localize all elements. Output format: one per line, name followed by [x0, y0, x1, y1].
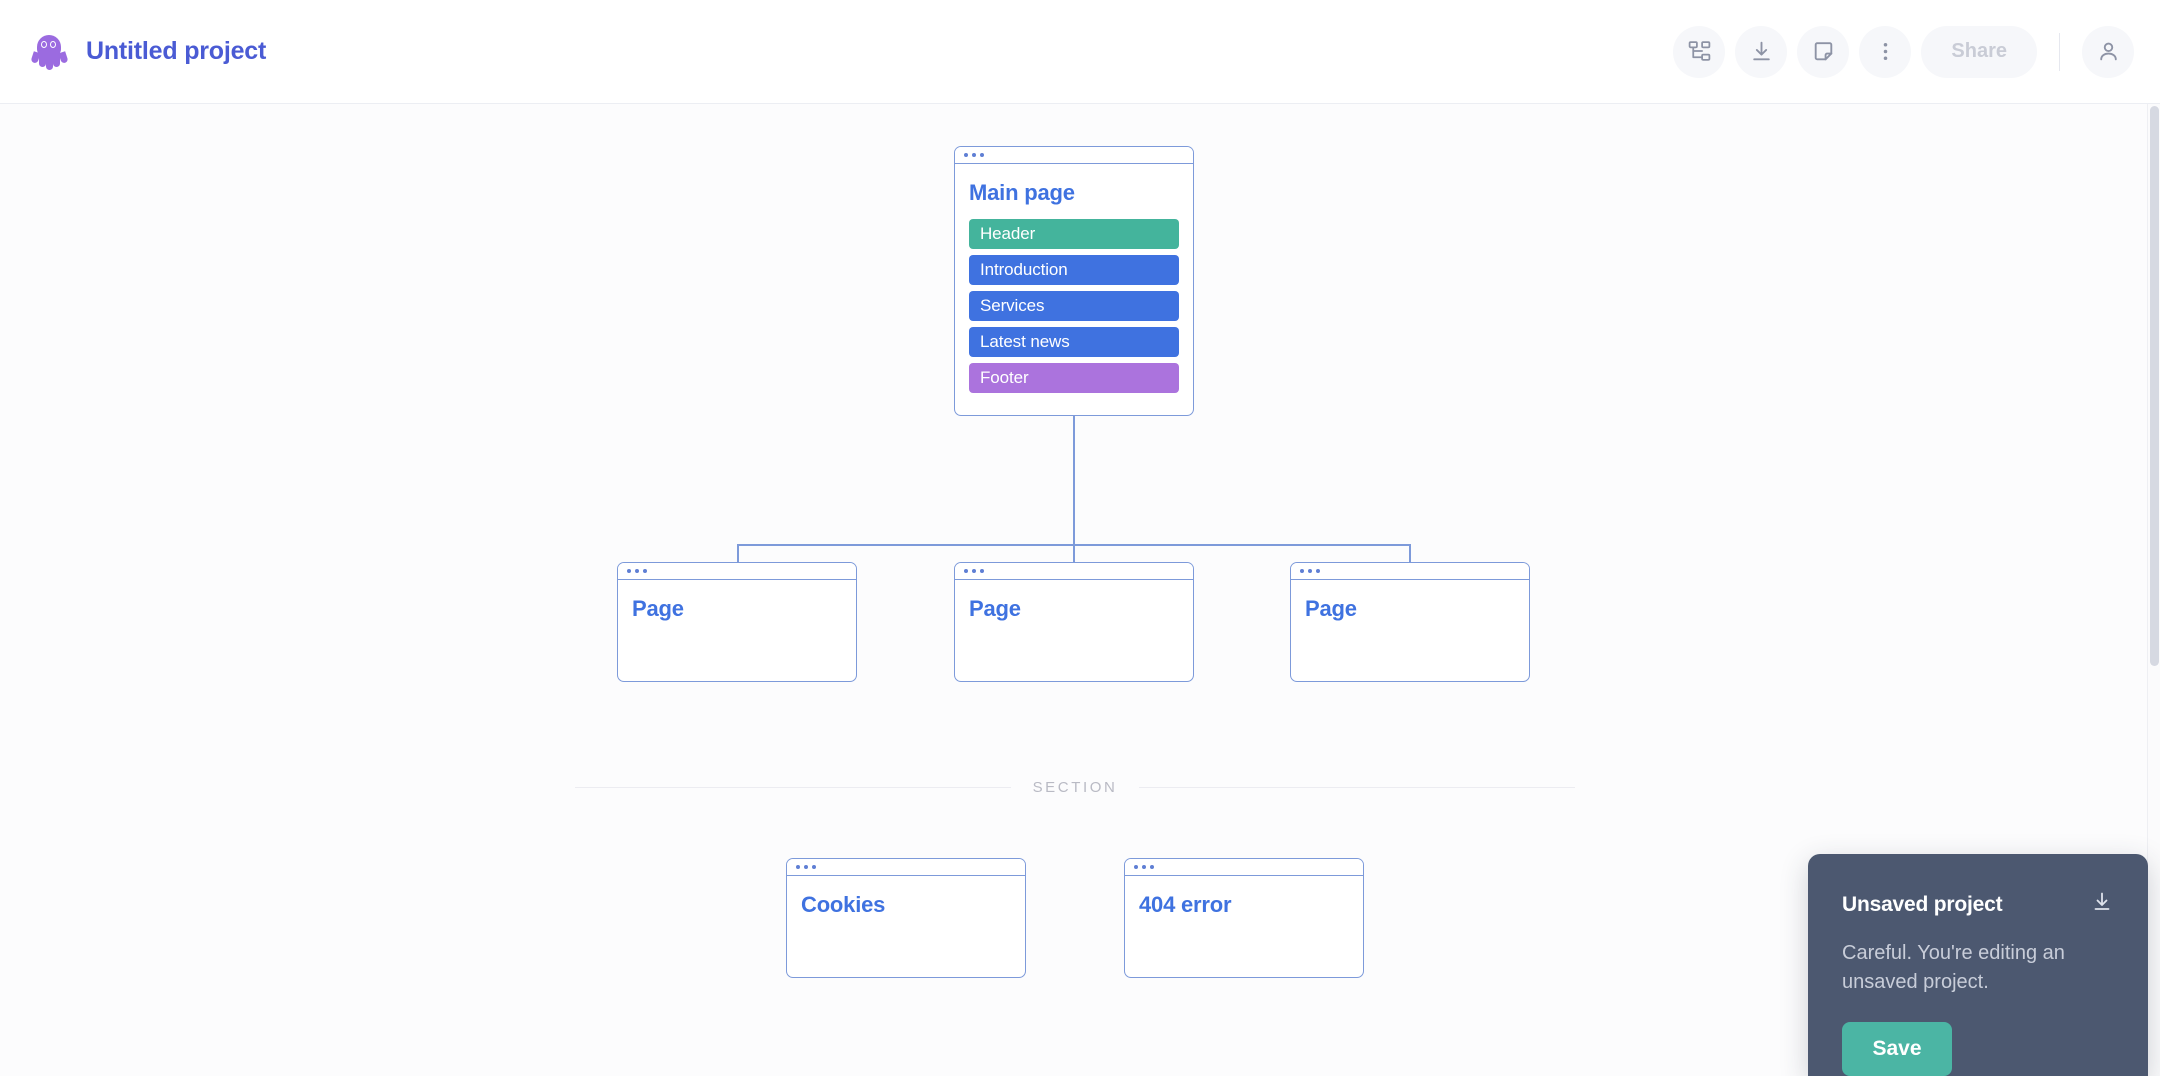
note-icon	[1811, 39, 1836, 64]
card-body: Page	[618, 580, 856, 636]
card-body: Cookies	[787, 876, 1025, 932]
window-dot-icon	[1300, 569, 1304, 573]
connector-branch-1	[737, 544, 739, 562]
card-title[interactable]: 404 error	[1139, 892, 1232, 917]
card-page-2[interactable]: Page	[954, 562, 1194, 682]
block-latest-news[interactable]: Latest news	[969, 327, 1179, 357]
card-title-bar	[618, 563, 856, 580]
block-list: Header Introduction Services Latest news…	[969, 219, 1179, 393]
note-button[interactable]	[1797, 25, 1850, 78]
card-title-bar	[955, 563, 1193, 580]
block-introduction[interactable]: Introduction	[969, 255, 1179, 285]
card-body: Page	[955, 580, 1193, 636]
download-icon	[1749, 39, 1774, 64]
window-dot-icon	[812, 865, 816, 869]
window-dot-icon	[980, 153, 984, 157]
window-dot-icon	[627, 569, 631, 573]
card-title[interactable]: Page	[632, 596, 684, 621]
card-title-bar	[1291, 563, 1529, 580]
card-body: Page	[1291, 580, 1529, 636]
more-options-button[interactable]	[1859, 25, 1912, 78]
window-dot-icon	[796, 865, 800, 869]
sitemap-button[interactable]	[1673, 25, 1726, 78]
block-services[interactable]: Services	[969, 291, 1179, 321]
unsaved-project-toast: Unsaved project Careful. You're editing …	[1808, 854, 2148, 1076]
account-button[interactable]	[2082, 25, 2134, 78]
brand[interactable]: Untitled project	[28, 31, 266, 73]
window-dot-icon	[635, 569, 639, 573]
block-footer[interactable]: Footer	[969, 363, 1179, 393]
card-title-bar	[1125, 859, 1363, 876]
window-dot-icon	[804, 865, 808, 869]
window-dot-icon	[1150, 865, 1154, 869]
window-dot-icon	[972, 153, 976, 157]
scrollbar-thumb[interactable]	[2150, 106, 2159, 666]
octopus-logo-icon	[28, 31, 70, 73]
section-label: SECTION	[1011, 1073, 1140, 1076]
card-body: Main page Header Introduction Services L…	[955, 164, 1193, 407]
app-header: Untitled project	[0, 0, 2160, 104]
card-title[interactable]: Page	[1305, 596, 1357, 621]
window-dot-icon	[1308, 569, 1312, 573]
window-dot-icon	[964, 153, 968, 157]
card-body: 404 error	[1125, 876, 1363, 932]
header-divider	[2059, 32, 2060, 71]
toast-message: Careful. You're editing an unsaved proje…	[1842, 942, 2065, 993]
window-dot-icon	[643, 569, 647, 573]
divider-line	[1139, 786, 1575, 788]
window-dot-icon	[972, 569, 976, 573]
divider-line	[575, 786, 1011, 788]
header-actions: Share	[1673, 25, 2134, 78]
user-icon	[2096, 39, 2121, 64]
card-title[interactable]: Cookies	[801, 892, 886, 917]
window-dot-icon	[964, 569, 968, 573]
toast-header: Unsaved project	[1842, 890, 2114, 919]
card-page-3[interactable]: Page	[1290, 562, 1530, 682]
card-title[interactable]: Page	[969, 596, 1021, 621]
sitemap-icon	[1687, 39, 1712, 64]
connector-trunk	[1073, 416, 1075, 546]
card-page-1[interactable]: Page	[617, 562, 857, 682]
sitemap-stage: Main page Header Introduction Services L…	[0, 104, 2145, 1076]
connector-branch-3	[1409, 544, 1411, 562]
toast-title: Unsaved project	[1842, 892, 2003, 916]
connector-branch-2	[1073, 544, 1075, 562]
share-button[interactable]: Share	[1921, 25, 2037, 78]
section-divider-1: SECTION	[575, 775, 1575, 799]
window-dot-icon	[980, 569, 984, 573]
card-404-error[interactable]: 404 error	[1124, 858, 1364, 978]
vertical-scrollbar[interactable]	[2147, 104, 2160, 1076]
card-title-bar	[955, 147, 1193, 164]
block-header[interactable]: Header	[969, 219, 1179, 249]
window-dot-icon	[1142, 865, 1146, 869]
card-title[interactable]: Main page	[969, 180, 1075, 205]
card-cookies[interactable]: Cookies	[786, 858, 1026, 978]
more-vertical-icon	[1873, 39, 1898, 64]
card-main-page[interactable]: Main page Header Introduction Services L…	[954, 146, 1194, 416]
download-icon[interactable]	[2090, 890, 2114, 919]
section-divider-2: SECTION	[575, 1069, 1575, 1076]
window-dot-icon	[1316, 569, 1320, 573]
window-dot-icon	[1134, 865, 1138, 869]
project-title[interactable]: Untitled project	[86, 37, 267, 65]
section-label: SECTION	[1032, 778, 1118, 796]
card-title-bar	[787, 859, 1025, 876]
download-button[interactable]	[1735, 25, 1788, 78]
sitemap-canvas[interactable]: Main page Header Introduction Services L…	[0, 104, 2160, 1076]
save-button[interactable]: Save	[1842, 1022, 1952, 1076]
